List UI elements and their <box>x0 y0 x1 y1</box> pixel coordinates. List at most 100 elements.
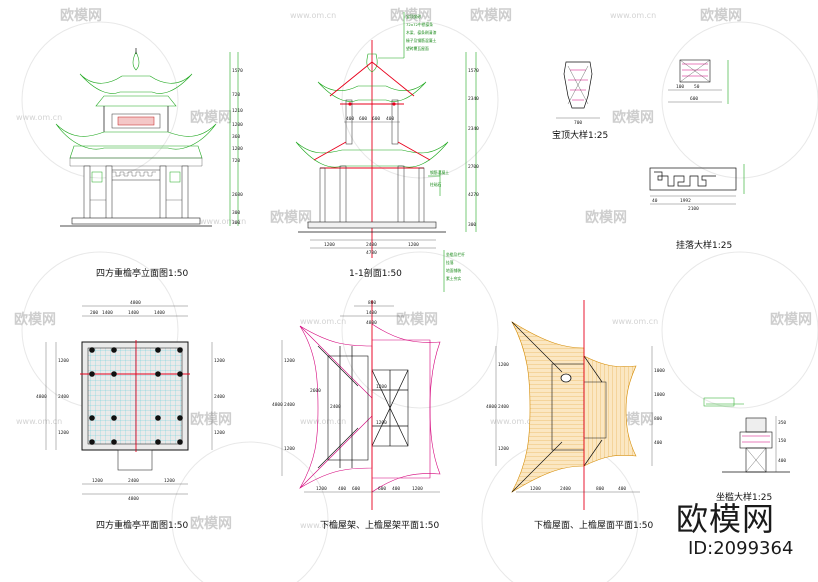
watermark-url: www.om.cn <box>490 417 536 426</box>
section-bottom-dims: 1200 2400 1200 4780 <box>324 242 419 256</box>
annotation: 椽子及钢筋混凝土 <box>406 38 437 43</box>
finial-section-dims: 100 50 600 <box>676 84 700 102</box>
dim-label: 1200 <box>498 446 509 452</box>
dim-label: 1200 <box>58 430 69 436</box>
annotation: 钢筋混凝土 <box>430 170 449 175</box>
dim-label: 400 <box>386 116 394 122</box>
dim-label: 4800 <box>128 496 139 502</box>
annotation: 坐槛及栏杆 <box>446 252 465 257</box>
upper-frieze <box>111 113 161 129</box>
dim-label: 720 <box>232 158 240 164</box>
watermark-brand: 欧模网 <box>612 109 654 126</box>
watermark-url: www.om.cn <box>300 521 346 530</box>
watermark-url: www.om.cn <box>300 417 346 426</box>
dim-label: 400 <box>338 486 346 492</box>
finial-detail: 700 <box>556 61 600 126</box>
dim-label: 300 <box>232 220 240 226</box>
frame-inner-dims: 2600 1200 1200 2400 <box>310 384 387 426</box>
dim-label: 600 <box>690 96 698 102</box>
watermark-brand: 欧模网 <box>390 7 432 24</box>
brand-logo-text: 欧模网 <box>676 500 776 538</box>
dim-label: 1200 <box>92 478 103 484</box>
annotation: 柱础石 <box>430 182 442 187</box>
plan-bottom-dims: 1200 2400 1200 4800 <box>92 478 175 502</box>
elevation-dim-labels: 1570 720 1210 1200 360 1200 720 2680 300… <box>232 68 243 226</box>
dim-label: 2400 <box>560 486 571 492</box>
section-notes-top: 宝顶坐砂 72x72中檐檩条 木梁、檩条刷清漆 椽子及钢筋混凝土 望砖覆瓦屋面 <box>406 14 437 51</box>
section-drawing: 400 600 600 400 1200 2400 1200 4780 1570… <box>295 12 479 292</box>
frame-left-dims: 1200 2400 1200 4800 <box>272 358 295 452</box>
annotation: 挂落 <box>446 260 454 265</box>
dim-label: 800 <box>654 416 662 422</box>
watermark-brand: 欧模网 <box>470 7 512 24</box>
dim-label: 1000 <box>654 368 665 374</box>
dim-label: 4800 <box>36 394 47 400</box>
caption-roof-plan: 下檐屋面、上檐屋面平面1:50 <box>534 521 654 531</box>
watermark-brand: 欧模网 <box>190 109 232 126</box>
roof-frame-plan: 800 1400 4800 1200 2400 1200 4800 1200 4… <box>272 300 441 510</box>
dim-label: 400 <box>392 486 400 492</box>
dim-label: 2400 <box>58 394 69 400</box>
dim-label: 360 <box>232 134 240 140</box>
dim-label: 150 <box>778 438 786 444</box>
dim-label: 1400 <box>154 310 165 316</box>
dim-label: 1200 <box>284 358 295 364</box>
plan-top-dims: 200 1400 1400 1400 4800 <box>90 300 165 316</box>
dim-label: 1200 <box>412 486 423 492</box>
dim-label: 300 <box>232 210 240 216</box>
dim-label: 720 <box>232 92 240 98</box>
caption-plan: 四方重檐亭平面图1:50 <box>96 521 189 531</box>
dim-label: 2400 <box>366 242 377 248</box>
seat-dims: 350 150 400 <box>778 420 786 464</box>
dim-label: 1200 <box>316 486 327 492</box>
watermark-url: www.om.cn <box>300 317 346 326</box>
watermark-url: www.om.cn <box>610 11 656 20</box>
dim-label: 200 <box>90 310 98 316</box>
dim-label: 1200 <box>324 242 335 248</box>
watermark-url: www.om.cn <box>200 217 246 226</box>
dim-label: 4800 <box>272 402 283 408</box>
dim-label: 1200 <box>498 362 509 368</box>
floor-plan: 200 1400 1400 1400 4800 1200 2400 1200 4… <box>36 300 225 502</box>
plan-columns <box>89 347 183 445</box>
section-notes-bottom: 坐槛及栏杆 挂落 地面铺装 素土夯实 <box>446 252 465 281</box>
annotation: 72x72中檐檩条 <box>406 22 433 27</box>
roof-left-dims: 1200 2400 1200 4800 <box>486 362 509 452</box>
dim-label: 100 <box>676 84 684 90</box>
dim-label: 1200 <box>164 478 175 484</box>
section-notes-mid: 钢筋混凝土 柱础石 <box>430 170 449 187</box>
watermark-brand: 欧模网 <box>190 515 232 532</box>
watermark-brand: 欧模网 <box>585 209 627 226</box>
dim-label: 2100 <box>688 206 699 212</box>
frame-bottom-dims: 1200 400 600 600 400 1200 <box>316 486 423 492</box>
finial-section-detail: 100 50 600 <box>668 59 729 104</box>
dim-label: 1400 <box>128 310 139 316</box>
dim-label: 600 <box>352 486 360 492</box>
dim-label: 400 <box>618 486 626 492</box>
dim-label: 1992 <box>680 198 691 204</box>
annotation: 木梁、檩条刷清漆 <box>406 30 437 35</box>
dim-label: 600 <box>372 116 380 122</box>
plan-left-dims: 1200 2400 1200 4800 <box>36 358 69 436</box>
hanging-detail: 1992 40 2100 <box>649 164 745 212</box>
dim-label: 1200 <box>408 242 419 248</box>
watermark-brand: 欧模网 <box>14 311 56 328</box>
dim-label: 1200 <box>214 430 225 436</box>
watermark-layer: 欧模网 欧模网 欧模网 欧模网 欧模网 欧模网 欧模网 欧模网 欧模网 欧模网 … <box>14 7 818 582</box>
annotation: 素土夯实 <box>446 276 461 281</box>
annotation: 宝顶坐砂 <box>406 14 421 19</box>
dim-label: 1200 <box>376 420 387 426</box>
dim-label: 1200 <box>58 358 69 364</box>
dim-label: 1400 <box>102 310 113 316</box>
annotation: 望砖覆瓦屋面 <box>406 46 429 51</box>
watermark-brand: 欧模网 <box>770 311 812 328</box>
dim-label: 1200 <box>530 486 541 492</box>
dim-label: 50 <box>694 84 700 90</box>
dim-label: 4800 <box>486 404 497 410</box>
dim-label: 400 <box>346 116 354 122</box>
caption-section: 1-1剖面1:50 <box>349 269 402 279</box>
caption-hanging: 挂落大样1:25 <box>676 241 733 251</box>
roof-plan: 1200 2400 1200 4800 1200 2400 800 400 10… <box>486 300 665 510</box>
dim-label: 1400 <box>366 310 377 316</box>
